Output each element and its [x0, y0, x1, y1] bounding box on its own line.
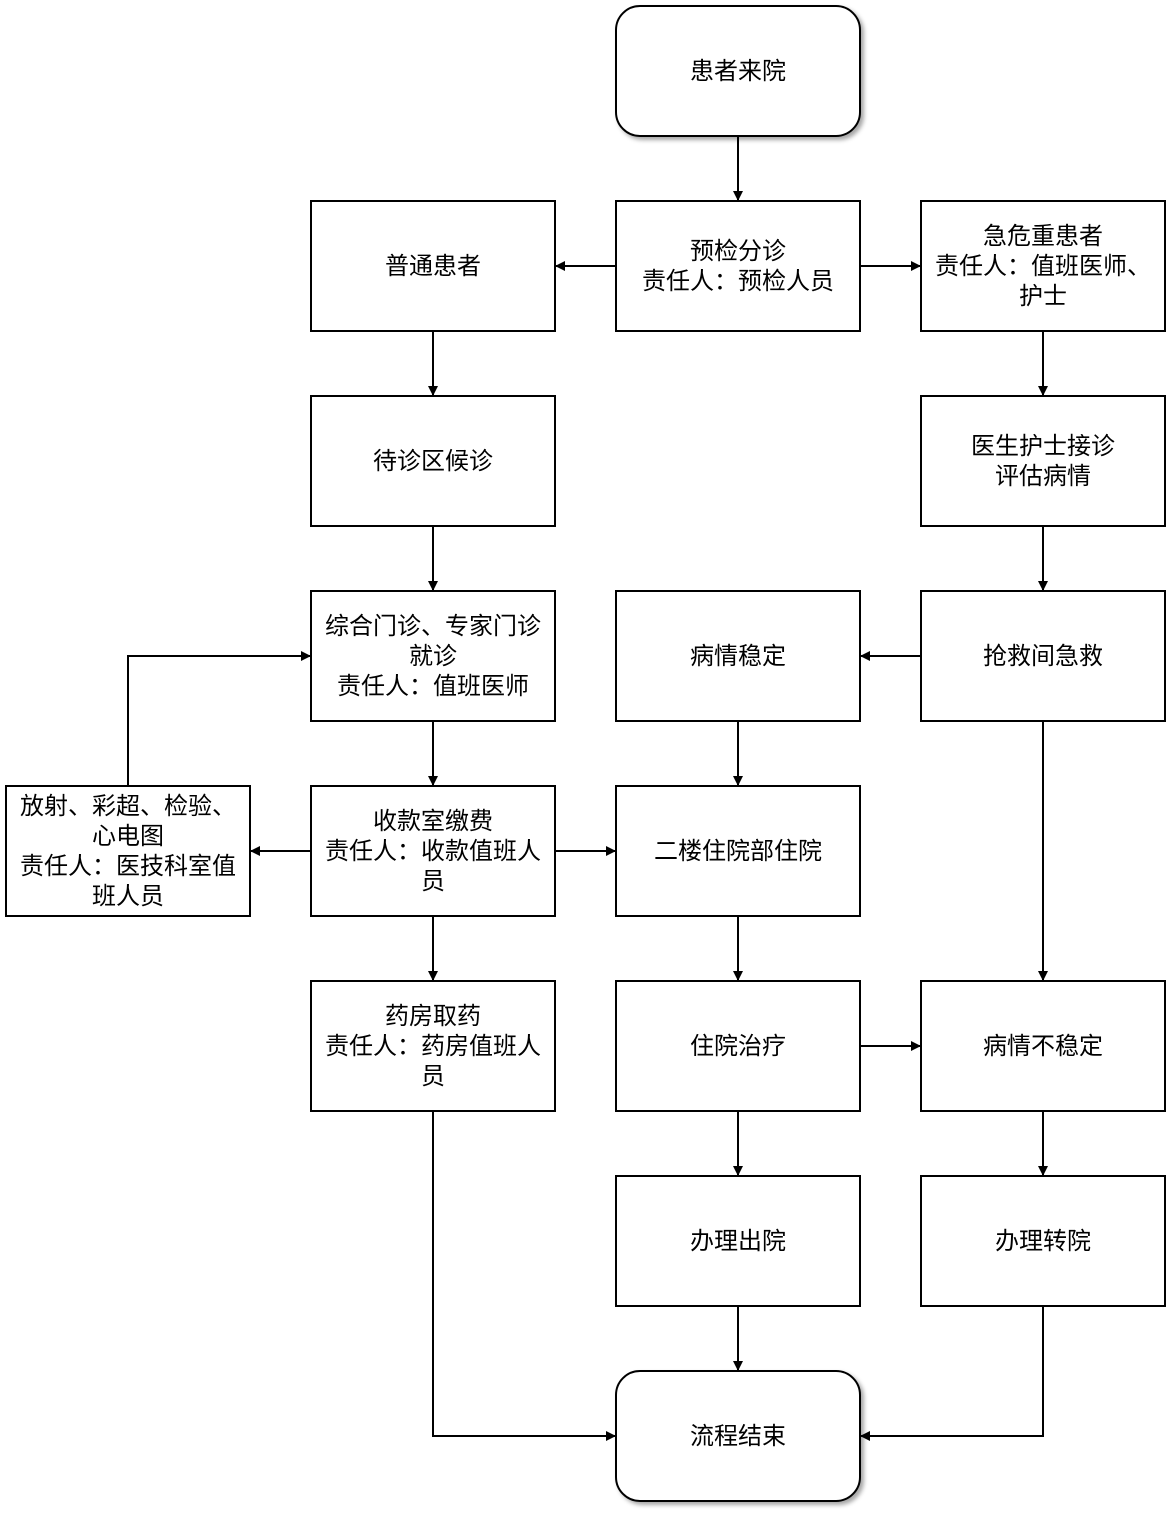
node-payment-line-2: 员: [421, 867, 445, 895]
node-critical-line-2: 护士: [1019, 282, 1067, 310]
node-exams-box: [5, 785, 251, 917]
node-critical-line-0: 急危重患者: [983, 222, 1103, 250]
connectors: [127, 136, 1048, 1441]
node-start-box: [615, 5, 861, 137]
node-rescue-line-0: 抢救间急救: [983, 642, 1103, 670]
node-discharge-line-0: 办理出院: [690, 1227, 786, 1255]
node-ward: 二楼住院部住院: [615, 785, 861, 917]
node-stable-box: [615, 590, 861, 722]
node-assess-box: [920, 395, 1166, 527]
node-waiting-line-0: 待诊区候诊: [373, 447, 493, 475]
node-clinic-line-2: 责任人：值班医师: [337, 672, 529, 700]
node-general-box: [310, 200, 556, 332]
node-exams-line-1: 心电图: [92, 822, 164, 850]
node-general-line-0: 普通患者: [385, 252, 481, 280]
node-critical-box: [920, 200, 1166, 332]
node-start-line-0: 患者来院: [690, 57, 786, 85]
node-clinic-line-1: 就诊: [409, 642, 457, 670]
node-pharmacy-line-2: 员: [421, 1062, 445, 1090]
node-waiting-box: [310, 395, 556, 527]
node-exams-line-2: 责任人：医技科室值: [20, 852, 236, 880]
node-triage-line-0: 预检分诊: [690, 237, 786, 265]
node-exams-line-0: 放射、彩超、检验、: [20, 792, 236, 820]
node-discharge: 办理出院: [615, 1175, 861, 1307]
node-transfer: 办理转院: [920, 1175, 1166, 1307]
node-triage-line-1: 责任人：预检人员: [642, 267, 834, 295]
node-unstable-box: [920, 980, 1166, 1112]
node-payment-box: [310, 785, 556, 917]
node-ward-line-0: 二楼住院部住院: [654, 837, 822, 865]
node-general: 普通患者: [310, 200, 556, 332]
arrow-pharmacy-to-end: [432, 1111, 616, 1441]
node-payment-line-0: 收款室缴费: [373, 807, 493, 835]
node-unstable: 病情不稳定: [920, 980, 1166, 1112]
node-unstable-line-0: 病情不稳定: [983, 1032, 1103, 1060]
node-treatment-box: [615, 980, 861, 1112]
node-rescue: 抢救间急救: [920, 590, 1166, 722]
node-rescue-box: [920, 590, 1166, 722]
node-transfer-box: [920, 1175, 1166, 1307]
node-pharmacy-line-1: 责任人：药房值班人: [325, 1032, 541, 1060]
arrow-transfer-to-end: [860, 1306, 1044, 1441]
node-stable: 病情稳定: [615, 590, 861, 722]
node-end: 流程结束: [615, 1370, 861, 1502]
node-discharge-box: [615, 1175, 861, 1307]
node-pharmacy-box: [310, 980, 556, 1112]
node-end-box: [615, 1370, 861, 1502]
node-transfer-line-0: 办理转院: [995, 1227, 1091, 1255]
node-payment-line-1: 责任人：收款值班人: [325, 837, 541, 865]
node-clinic-line-0: 综合门诊、专家门诊: [325, 612, 541, 640]
node-end-line-0: 流程结束: [690, 1422, 786, 1450]
node-critical-line-1: 责任人：值班医师、: [935, 252, 1151, 280]
node-ward-box: [615, 785, 861, 917]
node-stable-line-0: 病情稳定: [690, 642, 786, 670]
node-start: 患者来院: [615, 5, 861, 137]
node-waiting: 待诊区候诊: [310, 395, 556, 527]
node-treatment: 住院治疗: [615, 980, 861, 1112]
node-assess-line-1: 评估病情: [995, 462, 1091, 490]
node-treatment-line-0: 住院治疗: [690, 1032, 786, 1060]
node-exams-line-3: 班人员: [92, 882, 164, 910]
arrow-exams-to-clinic: [127, 651, 311, 786]
node-pharmacy-line-0: 药房取药: [385, 1002, 481, 1030]
node-triage-box: [615, 200, 861, 332]
node-assess-line-0: 医生护士接诊: [971, 432, 1115, 460]
node-clinic-box: [310, 590, 556, 722]
